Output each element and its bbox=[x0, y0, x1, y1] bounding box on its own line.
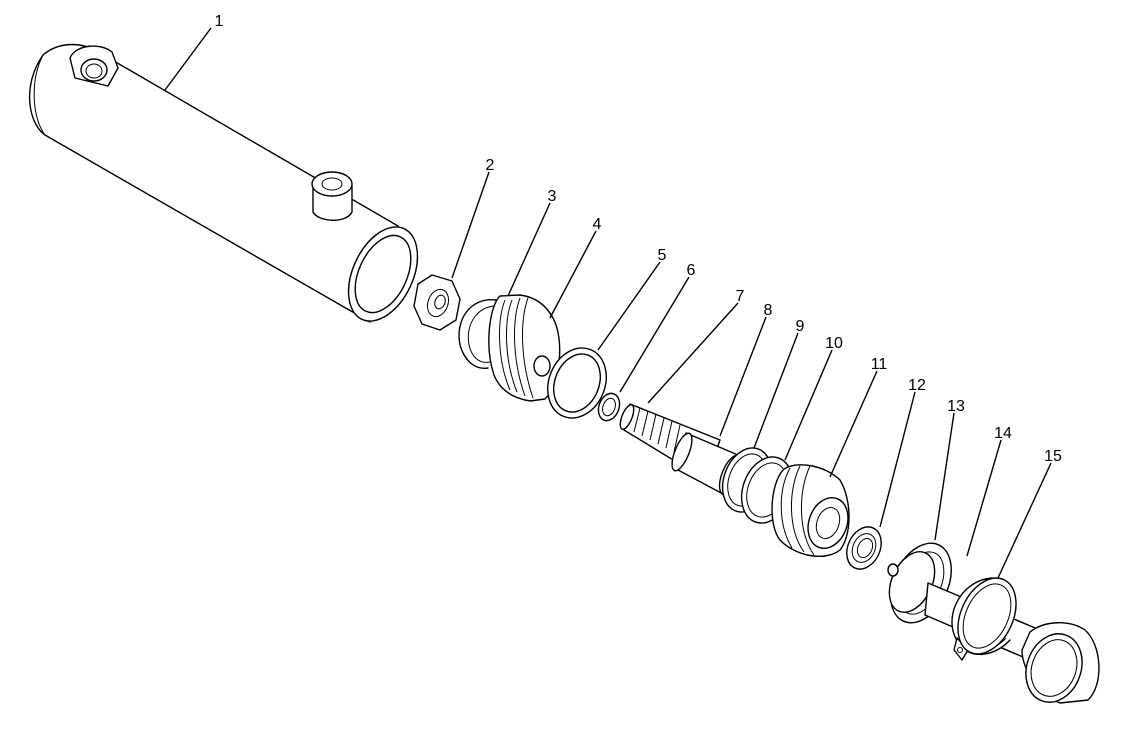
leader-line-8 bbox=[719, 316, 767, 437]
leader-line-3 bbox=[507, 202, 551, 297]
callout-label-5: 5 bbox=[658, 247, 667, 264]
callout-label-10: 10 bbox=[825, 335, 843, 352]
part-3-split-ring bbox=[458, 299, 503, 369]
callout-label-3: 3 bbox=[548, 188, 557, 205]
leader-line-15 bbox=[997, 462, 1052, 579]
part-5-wear-ring bbox=[547, 347, 607, 419]
callout-label-2: 2 bbox=[486, 157, 495, 174]
leader-line-6 bbox=[619, 276, 690, 393]
leader-line-4 bbox=[549, 230, 597, 319]
leader-line-7 bbox=[647, 302, 739, 404]
part-6-o-ring bbox=[597, 392, 621, 422]
callout-label-11: 11 bbox=[871, 356, 888, 373]
leader-line-10 bbox=[784, 349, 833, 461]
leader-line-5 bbox=[597, 261, 661, 351]
leader-line-2 bbox=[451, 171, 490, 279]
leader-line-12 bbox=[879, 391, 916, 528]
leader-line-1 bbox=[164, 27, 212, 91]
callout-labels: 1 2 3 4 5 6 7 8 9 10 11 12 13 14 15 bbox=[215, 13, 1062, 465]
leader-line-13 bbox=[934, 412, 955, 541]
part-12-rod-wiper bbox=[846, 526, 882, 570]
callout-label-6: 6 bbox=[687, 262, 696, 279]
callout-label-8: 8 bbox=[764, 302, 773, 319]
leader-lines bbox=[164, 27, 1052, 579]
part-4-piston bbox=[488, 294, 561, 402]
rod-end-eye bbox=[1021, 622, 1100, 704]
callout-label-15: 15 bbox=[1044, 448, 1062, 465]
callout-label-4: 4 bbox=[593, 216, 602, 233]
callout-label-13: 13 bbox=[947, 398, 965, 415]
callout-label-12: 12 bbox=[908, 377, 926, 394]
part-11-gland bbox=[771, 464, 850, 557]
callout-label-7: 7 bbox=[736, 288, 745, 305]
part-2-nut bbox=[413, 274, 461, 331]
callout-label-9: 9 bbox=[796, 318, 805, 335]
leader-line-9 bbox=[753, 332, 799, 449]
leader-line-11 bbox=[829, 370, 878, 478]
part-15-retaining-ring bbox=[957, 577, 1017, 655]
callout-label-1: 1 bbox=[215, 13, 224, 30]
callout-label-14: 14 bbox=[994, 425, 1012, 442]
leader-line-14 bbox=[966, 439, 1002, 557]
part-1-cylinder-barrel bbox=[29, 43, 419, 323]
